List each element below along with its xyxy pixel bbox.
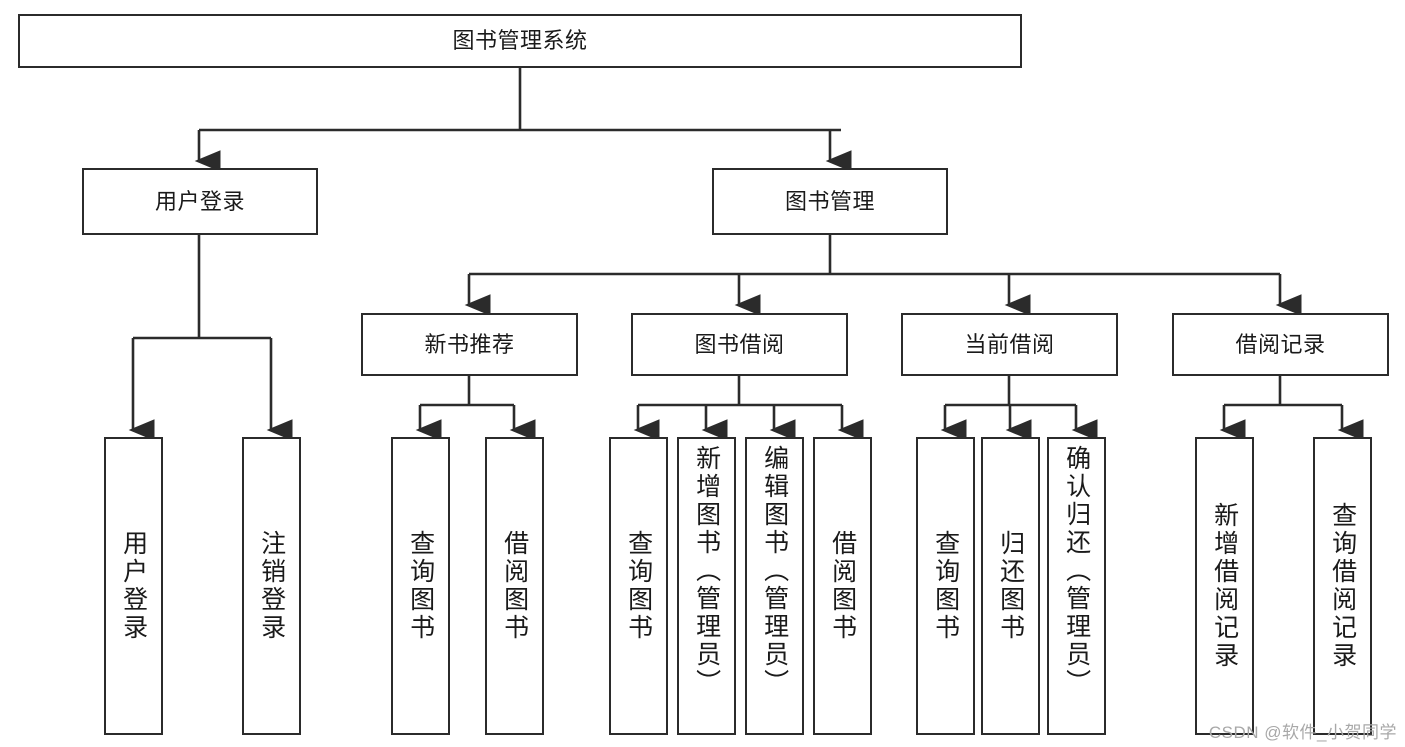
- leaf-query-book-current[interactable]: 查询图书: [916, 437, 975, 735]
- node-label: 确认归还（管理员）: [1062, 445, 1091, 697]
- node-label: 借阅记录: [1235, 331, 1326, 357]
- node-label: 图书管理: [784, 188, 875, 214]
- node-book-management[interactable]: 图书管理: [712, 168, 948, 235]
- leaf-add-borrow-record[interactable]: 新增借阅记录: [1195, 437, 1254, 735]
- leaf-query-book-borrow[interactable]: 查询图书: [609, 437, 668, 735]
- node-label: 用户登录: [119, 530, 148, 642]
- node-label: 编辑图书（管理员）: [760, 445, 789, 697]
- node-new-book-recommend[interactable]: 新书推荐: [361, 313, 578, 376]
- leaf-borrow-book[interactable]: 借阅图书: [813, 437, 872, 735]
- leaf-user-login[interactable]: 用户登录: [104, 437, 163, 735]
- node-label: 查询借阅记录: [1328, 502, 1357, 670]
- node-root-book-management-system[interactable]: 图书管理系统: [18, 14, 1022, 68]
- node-user-login[interactable]: 用户登录: [82, 168, 318, 235]
- leaf-edit-book-admin[interactable]: 编辑图书（管理员）: [745, 437, 804, 735]
- node-label: 用户登录: [154, 188, 245, 214]
- node-borrow-record[interactable]: 借阅记录: [1172, 313, 1389, 376]
- node-label: 新书推荐: [424, 331, 515, 357]
- leaf-add-book-admin[interactable]: 新增图书（管理员）: [677, 437, 736, 735]
- node-label: 图书管理系统: [452, 28, 588, 54]
- node-label: 注销登录: [257, 530, 286, 642]
- node-label: 新增图书（管理员）: [692, 445, 721, 697]
- node-label: 归还图书: [996, 530, 1025, 642]
- leaf-query-book-recommend[interactable]: 查询图书: [391, 437, 450, 735]
- node-label: 借阅图书: [828, 530, 857, 642]
- node-current-borrow[interactable]: 当前借阅: [901, 313, 1118, 376]
- node-label: 查询图书: [406, 530, 435, 642]
- leaf-query-borrow-record[interactable]: 查询借阅记录: [1313, 437, 1372, 735]
- node-label: 查询图书: [624, 530, 653, 642]
- leaf-logout-login[interactable]: 注销登录: [242, 437, 301, 735]
- leaf-return-book[interactable]: 归还图书: [981, 437, 1040, 735]
- node-label: 新增借阅记录: [1210, 502, 1239, 670]
- watermark-text: CSDN @软件_小贺同学: [1208, 723, 1397, 742]
- node-label: 图书借阅: [694, 331, 785, 357]
- node-label: 借阅图书: [500, 530, 529, 642]
- node-label: 查询图书: [931, 530, 960, 642]
- node-book-borrow[interactable]: 图书借阅: [631, 313, 848, 376]
- leaf-borrow-book-recommend[interactable]: 借阅图书: [485, 437, 544, 735]
- node-label: 当前借阅: [964, 331, 1055, 357]
- leaf-confirm-return-admin[interactable]: 确认归还（管理员）: [1047, 437, 1106, 735]
